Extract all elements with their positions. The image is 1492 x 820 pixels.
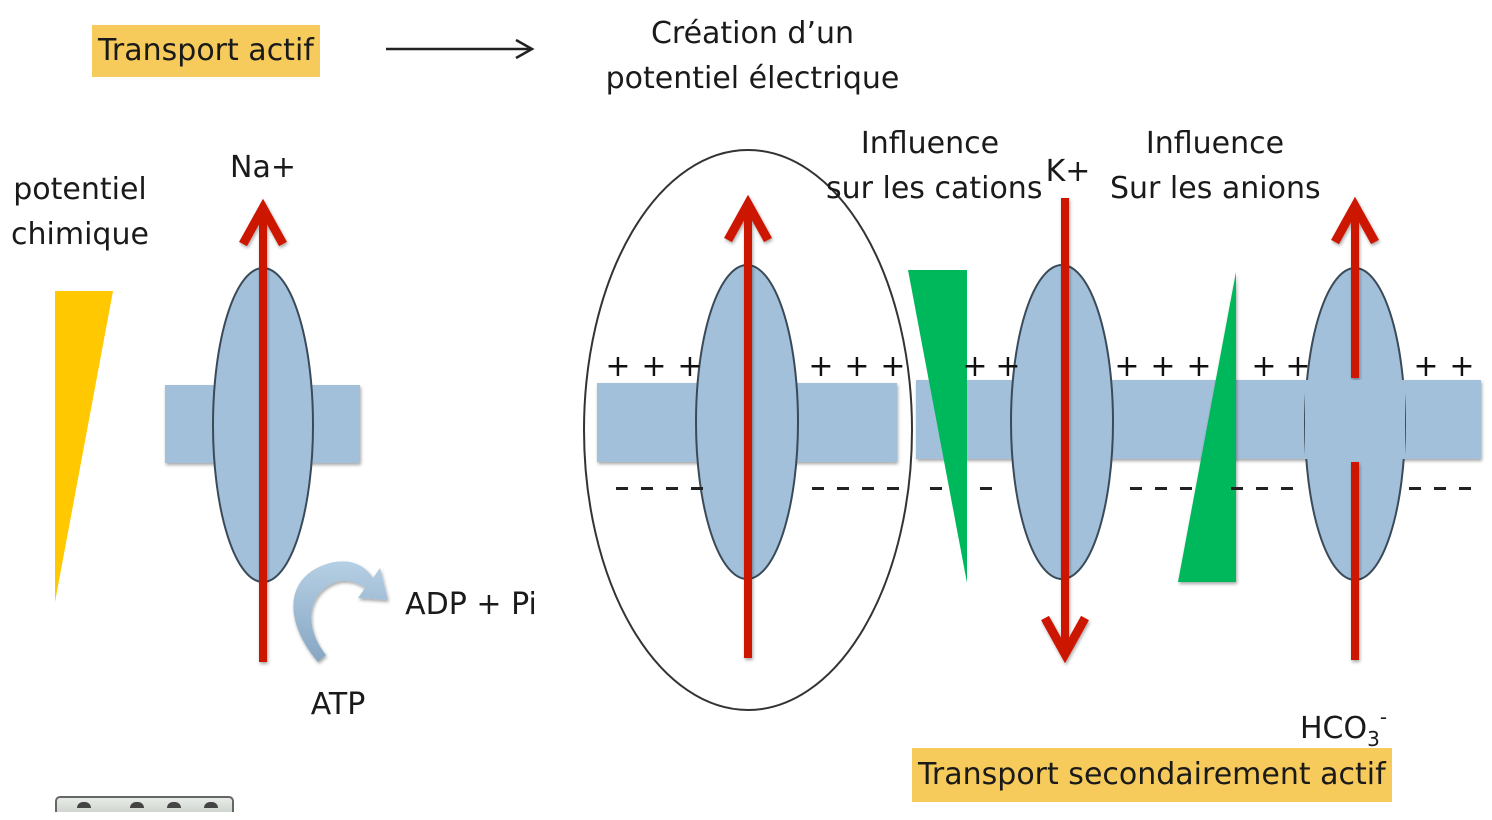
electric-potential-label-line1: Création d’un	[650, 16, 855, 51]
negative-charge	[1231, 487, 1243, 490]
positive-charge: +	[677, 349, 702, 384]
anion-influence-label-line1: Influence	[1145, 126, 1285, 161]
negative-charge	[812, 487, 824, 490]
positive-charge: +	[1150, 349, 1175, 384]
positive-charge: +	[641, 349, 666, 384]
electric-potential-highlight-circle	[583, 149, 913, 711]
positive-charge: +	[808, 349, 833, 384]
cation-influence-label-line1: Influence	[860, 126, 1000, 161]
bicarbonate-superscript: -	[1379, 705, 1388, 729]
slide-toolbar[interactable]	[55, 796, 234, 812]
negative-charge	[930, 487, 942, 490]
positive-charge: +	[1285, 349, 1310, 384]
toolbar-button[interactable]	[204, 802, 218, 808]
curved-arrow-icon	[293, 561, 388, 662]
electric-potential-label-line2: potentiel électrique	[605, 61, 900, 96]
positive-charge: +	[605, 349, 630, 384]
bicarbonate-base: HCO	[1300, 711, 1368, 746]
bicarbonate-subscript: 3	[1367, 727, 1380, 751]
positive-charge: +	[1251, 349, 1276, 384]
active-transport-title: Transport actif	[92, 25, 320, 77]
negative-charge	[1281, 487, 1293, 490]
sodium-arrow	[239, 198, 287, 662]
negative-charge	[1409, 487, 1421, 490]
positive-charge: +	[1449, 349, 1474, 384]
negative-charge	[1130, 487, 1142, 490]
positive-charge: +	[962, 349, 987, 384]
negative-charge	[616, 487, 628, 490]
negative-charge	[1434, 487, 1446, 490]
positive-charge: +	[1114, 349, 1139, 384]
chemical-gradient-wedge	[55, 291, 113, 602]
negative-charge	[887, 487, 899, 490]
membrane-overlay-bicarbonate	[1305, 380, 1405, 459]
positive-charge: +	[995, 349, 1020, 384]
atp-label: ATP	[310, 687, 366, 722]
toolbar-button[interactable]	[130, 802, 144, 808]
right-arrow-icon	[386, 38, 535, 60]
adp-pi-label: ADP + Pi	[405, 587, 537, 622]
negative-charge	[1155, 487, 1167, 490]
positive-charge: +	[880, 349, 905, 384]
negative-charge	[641, 487, 653, 490]
potassium-arrow	[1041, 198, 1089, 664]
bicarbonate-label: HCO3-	[1300, 695, 1387, 761]
negative-charge	[1256, 487, 1268, 490]
electrogenic-arrow	[724, 194, 772, 658]
toolbar-button[interactable]	[77, 802, 91, 808]
chemical-potential-label-line2: chimique	[11, 217, 149, 252]
negative-charge	[691, 487, 703, 490]
negative-charge	[837, 487, 849, 490]
negative-charge	[1459, 487, 1471, 490]
negative-charge	[980, 487, 992, 490]
potassium-label: K+	[1045, 154, 1091, 189]
sodium-label: Na+	[230, 150, 296, 185]
negative-charge	[666, 487, 678, 490]
positive-charge: +	[1186, 349, 1211, 384]
positive-charges: +++++++++++++++	[605, 349, 1474, 384]
positive-charge: +	[844, 349, 869, 384]
cation-influence-label-line2: sur les cations	[826, 171, 1043, 206]
positive-charge: +	[1413, 349, 1438, 384]
negative-charge	[1180, 487, 1192, 490]
cation-influence-wedge	[908, 270, 967, 583]
anion-influence-wedge	[1178, 272, 1236, 582]
negative-charge	[862, 487, 874, 490]
bicarbonate-arrow	[1331, 196, 1379, 660]
negative-charges	[616, 487, 1471, 490]
secondary-active-transport-title: Transport secondairement actif	[912, 748, 1392, 802]
toolbar-button[interactable]	[167, 802, 181, 808]
chemical-potential-label-line1: potentiel	[13, 172, 147, 207]
anion-influence-label-line2: Sur les anions	[1110, 171, 1321, 206]
